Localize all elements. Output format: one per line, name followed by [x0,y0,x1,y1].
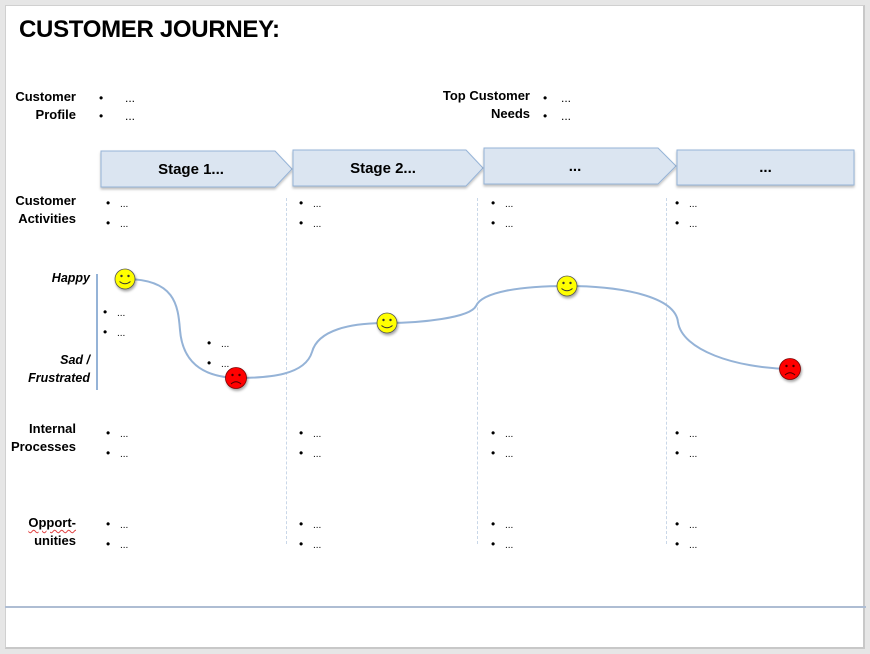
happy-face-icon [114,268,136,290]
list-item: •... [491,216,514,230]
stage-2[interactable]: Stage 2... [350,159,416,177]
list-item: •... [491,537,514,551]
happy-face-icon [376,312,398,334]
processes-stage-2: •... •... [299,424,321,464]
list-item: •... [299,196,322,210]
stage-chevrons [100,147,855,188]
list-item: •... [106,426,129,440]
list-item: •... [675,426,698,440]
list-item: •... [299,537,322,551]
activities-stage-4: •... •... [675,194,697,234]
list-item: •... [106,196,129,210]
processes-stage-4: •... •... [675,424,697,464]
page-title: CUSTOMER JOURNEY: [19,16,280,43]
activities-stage-1: •... •... [106,194,128,234]
sad-frustrated-label: Sad / Frustrated [28,353,90,385]
customer-profile-label: Customer Profile [15,89,76,122]
list-item: •... [543,91,572,105]
column-divider [286,198,287,544]
footer-divider [5,606,866,608]
list-item: •... [207,336,230,350]
column-divider [666,198,667,544]
customer-activities-label: Customer Activities [15,193,76,226]
list-item: •... [106,517,129,531]
sad-face-icon [779,358,801,380]
emotion-notes-1: •... •... [103,303,125,343]
processes-stage-3: •... •... [491,424,513,464]
stage-4[interactable]: ... [759,159,772,176]
customer-profile-list: •... •... [99,89,135,125]
happy-label: Happy [51,271,90,285]
activities-stage-2: •... •... [299,194,321,234]
top-customer-needs-list: •... •... [543,89,571,125]
list-item: •... [675,446,698,460]
list-item: •... [491,517,514,531]
opportunities-stage-4: •... •... [675,515,697,555]
list-item: •... [299,517,322,531]
list-item: •... [675,216,698,230]
emotion-curve [124,278,791,380]
stage-3[interactable]: ... [568,157,582,175]
opportunities-stage-3: •... •... [491,515,513,555]
list-item: •... [99,91,136,105]
list-item: •... [491,446,514,460]
internal-processes-label: Internal Processes [10,421,76,454]
slide [5,5,865,649]
list-item: •... [299,446,322,460]
emotion-axis [96,274,98,390]
list-item: •... [207,356,230,370]
opportunities-label: Opport- unities [28,515,76,548]
list-item: •... [106,216,129,230]
list-item: •... [675,537,698,551]
emotion-curve-chart [114,268,801,389]
list-item: •... [299,216,322,230]
processes-stage-1: •... •... [106,424,128,464]
opportunities-stage-2: •... •... [299,515,321,555]
activities-stage-3: •... •... [491,194,513,234]
list-item: •... [106,446,129,460]
column-divider [477,198,478,544]
list-item: •... [106,537,129,551]
opportunities-stage-1: •... •... [106,515,128,555]
stage-1[interactable]: Stage 1... [158,160,224,178]
emotion-notes-2: •... •... [207,334,229,374]
list-item: •... [543,109,572,123]
list-item: •... [299,426,322,440]
sad-face-icon [225,367,247,389]
list-item: •... [99,109,136,123]
list-item: •... [675,517,698,531]
top-customer-needs-label: Top Customer Needs [442,88,530,121]
happy-face-icon [556,275,578,297]
list-item: •... [491,426,514,440]
list-item: •... [675,196,698,210]
list-item: •... [103,305,126,319]
list-item: •... [491,196,514,210]
list-item: •... [103,325,126,339]
